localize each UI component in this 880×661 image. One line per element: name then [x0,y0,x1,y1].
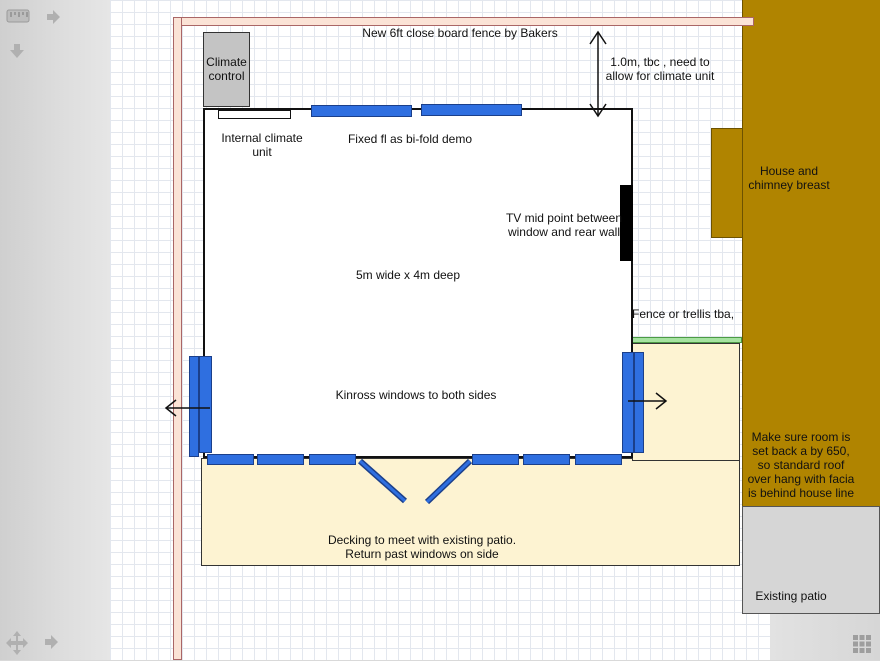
window-left-2[interactable] [199,356,212,453]
fence-trellis-label: Fence or trellis tba, [632,307,735,321]
window-top-2[interactable] [421,104,522,116]
gap-note-line-1: 1.0m, tbc , need to [610,55,710,69]
window-right-1[interactable] [622,352,634,453]
gap-note-line-2: allow for climate unit [605,69,715,83]
window-bottom-3[interactable] [309,454,356,465]
decking-label-2: Return past windows on side [345,547,499,561]
setback-label-3: so standard roof [757,458,845,472]
decking-label-1: Decking to meet with existing patio. [327,533,517,547]
setback-label-4: over hang with facia [747,472,855,486]
door-right[interactable] [424,458,473,505]
arrow-right-bottom-icon[interactable] [42,633,60,651]
window-left-1[interactable] [189,356,199,457]
internal-climate-label-2: unit [252,145,272,159]
chimney-breast[interactable] [711,128,743,238]
room-outline[interactable] [203,108,633,458]
room-size-label: 5m wide x 4m deep [355,268,461,282]
internal-climate-unit[interactable] [218,110,291,119]
window-bottom-1[interactable] [207,454,254,465]
fence-top-label: New 6ft close board fence by Bakers [362,26,558,40]
left-toolbar [0,0,110,660]
window-bottom-2[interactable] [257,454,304,465]
house-label-1: House and [759,164,819,178]
tv-unit[interactable] [620,185,633,261]
move-icon[interactable] [4,630,30,656]
window-bottom-6[interactable] [575,454,622,465]
tv-label-2: window and rear wall [507,225,620,239]
setback-label-5: is behind house line [747,486,855,500]
decking-side[interactable] [632,343,740,461]
decking-area[interactable] [201,458,740,566]
setback-label-2: set back a by 650, [752,444,850,458]
arrow-right-icon[interactable] [44,8,62,26]
house-block[interactable] [742,0,880,506]
climate-control-box[interactable] [203,32,250,107]
kinross-label: Kinross windows to both sides [335,388,497,402]
window-right-2[interactable] [634,352,644,453]
window-bottom-5[interactable] [523,454,570,465]
internal-climate-label-1: Internal climate [221,131,303,145]
climate-control-label: Climate control [206,55,247,83]
patio-label: Existing patio [755,589,827,603]
door-left[interactable] [358,458,407,504]
ruler-icon[interactable] [6,8,30,24]
window-bottom-4[interactable] [472,454,519,465]
tv-label-1: TV mid point between [505,211,622,225]
gap-dimension-arrow [589,30,607,118]
grid-icon[interactable] [852,634,872,654]
window-top-1[interactable] [311,105,412,117]
arrow-left-open-icon [164,399,210,417]
fixed-fl-label: Fixed fl as bi-fold demo [347,132,473,146]
arrow-right-open-icon [628,392,668,410]
house-label-2: chimney breast [748,178,830,192]
arrow-down-icon[interactable] [8,42,26,60]
existing-patio[interactable] [742,506,880,614]
setback-label-1: Make sure room is [751,430,851,444]
